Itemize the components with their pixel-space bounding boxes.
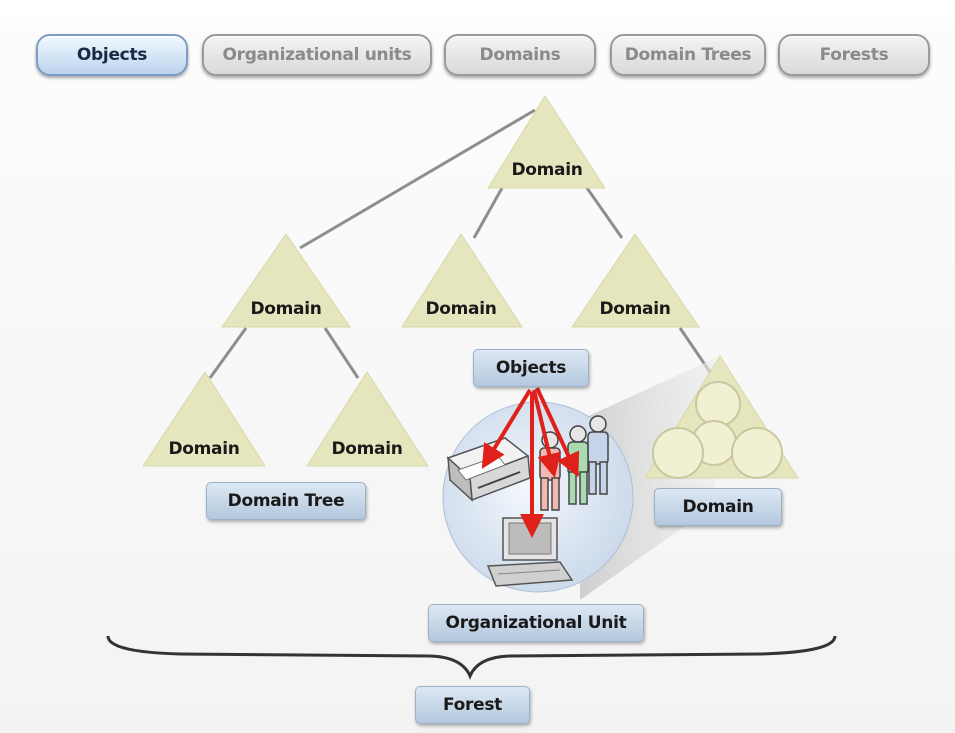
connector-root-left	[299, 108, 536, 250]
ou-circles	[652, 381, 783, 479]
domain-triangle-tree-root	[221, 233, 351, 328]
domain-triangle-right	[571, 233, 700, 328]
domain-triangle-root	[487, 95, 606, 189]
domain-label-tree-root: Domain	[250, 299, 322, 319]
top-strip	[0, 0, 955, 18]
object-arrows	[481, 387, 580, 538]
domain-triangle-tree-left	[142, 371, 266, 467]
connector-root-middle	[472, 187, 504, 239]
arrow-to-user1	[532, 389, 561, 478]
tab-objects[interactable]: Objects	[36, 34, 188, 76]
ou-circle-top	[695, 381, 741, 427]
domain-label-root: Domain	[511, 160, 583, 180]
connector-left-child2	[323, 327, 360, 379]
tab-forests[interactable]: Forests	[778, 34, 930, 76]
connector-root-right	[585, 187, 624, 239]
organizational-unit-label: Organizational Unit	[428, 604, 644, 642]
ou-circle-left	[652, 427, 704, 479]
connector-left-child1	[208, 327, 248, 379]
domain-triangles	[142, 95, 799, 479]
domain-triangle-middle	[401, 233, 523, 328]
domain-label-tree-right: Domain	[331, 439, 403, 459]
domain-triangle-tree-right	[306, 371, 429, 467]
tab-domains[interactable]: Domains	[444, 34, 596, 76]
arrow-to-user2	[535, 387, 580, 478]
forest-brace	[106, 635, 837, 680]
arrow-to-printer	[481, 388, 532, 469]
domain-detail-label: Domain	[654, 488, 782, 526]
forest-label: Forest	[415, 686, 530, 724]
domain-label-tree-left: Domain	[168, 439, 240, 459]
tab-organizational-units[interactable]: Organizational units	[202, 34, 432, 76]
objects-label: Objects	[473, 349, 589, 387]
computer-icon	[486, 517, 574, 587]
domain-label-right: Domain	[599, 299, 671, 319]
domain-label-middle: Domain	[425, 299, 497, 319]
tab-domain-trees[interactable]: Domain Trees	[610, 34, 766, 76]
ou-circle-right	[731, 427, 783, 479]
domain-tree-label: Domain Tree	[206, 482, 366, 520]
